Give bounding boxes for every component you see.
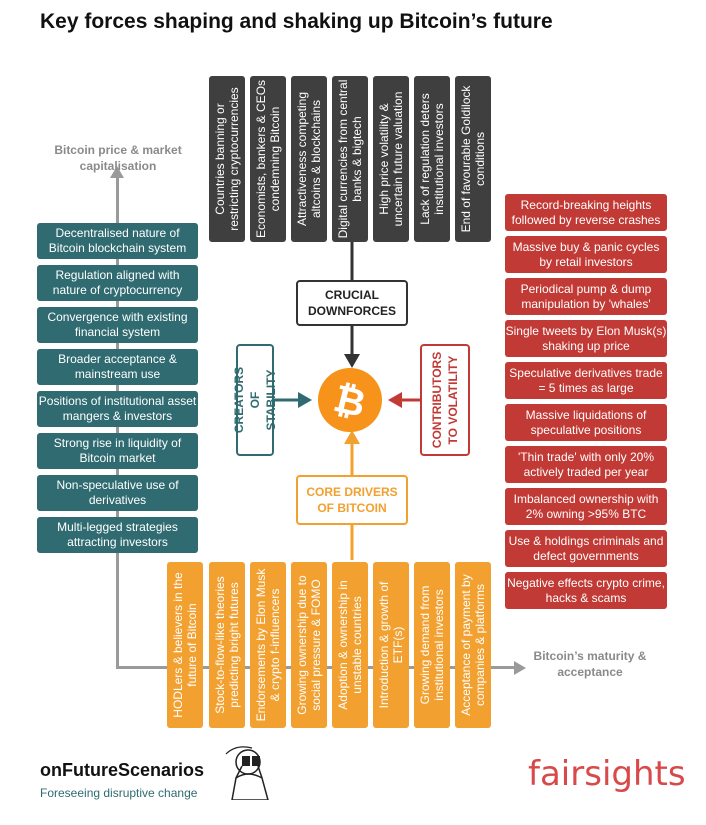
stability-item: Multi-legged strategies attracting inves… — [37, 517, 198, 553]
downforce-text: Economists, bankers & CEOs condemning Bi… — [254, 79, 282, 239]
volatility-item: Imbalanced ownership with 2% owning >95%… — [505, 488, 667, 525]
volatility-item: 'Thin trade' with only 20% actively trad… — [505, 446, 667, 483]
label-creators-of-stability: CREATORS OF STABILITY — [232, 344, 278, 456]
x-axis-label: Bitcoin’s maturity & acceptance — [533, 649, 647, 679]
downforce-text: Attractiveness competing altcoins & bloc… — [295, 91, 323, 227]
stability-item: Decentralised nature of Bitcoin blockcha… — [37, 223, 198, 259]
driver-item: Growing demand from institutional invest… — [414, 562, 450, 728]
label-crucial-downforces: CRUCIAL DOWNFORCES — [296, 280, 408, 326]
driver-item: Introduction & growth of ETF(s) — [373, 562, 409, 728]
stability-item: Strong rise in liquidity of Bitcoin mark… — [37, 433, 198, 469]
downforce-text: High price volatility & uncertain future… — [377, 91, 405, 227]
downforce-item: Economists, bankers & CEOs condemning Bi… — [250, 76, 286, 242]
y-axis-label: Bitcoin price & market capitalisation — [54, 143, 182, 173]
volatility-item: Use & holdings criminals and defect gove… — [505, 530, 667, 567]
driver-text: Growing ownership due to social pressure… — [295, 575, 323, 715]
driver-item: HODLers & believers in the future of Bit… — [167, 562, 203, 728]
downforce-text: Digital currencies from central banks & … — [336, 79, 364, 239]
volatility-item: Single tweets by Elon Musk(s) shaking up… — [505, 320, 667, 357]
driver-item: Growing ownership due to social pressure… — [291, 562, 327, 728]
volatility-item: Record-breaking heights followed by reve… — [505, 194, 667, 231]
downforce-item: End of favourable Goldilock conditions — [455, 76, 491, 242]
volatility-item: Speculative derivatives trade = 5 times … — [505, 362, 667, 399]
driver-item: Acceptance of payment by companies & pla… — [455, 562, 491, 728]
label-contributors-to-volatility: CONTRIBUTORS TO VOLATILITY — [420, 344, 470, 456]
y-axis-arrow — [110, 166, 124, 178]
x-axis-arrow — [514, 661, 526, 675]
stability-item: Convergence with existing financial syst… — [37, 307, 198, 343]
driver-text: Acceptance of payment by companies & pla… — [459, 574, 487, 716]
driver-item: Adoption & ownership in unstable countri… — [332, 562, 368, 728]
driver-text: Growing demand from institutional invest… — [418, 585, 446, 705]
driver-text: Endorsements by Elon Musk & crypto f-inf… — [254, 568, 282, 722]
driver-text: Introduction & growth of ETF(s) — [377, 581, 405, 709]
label-text: CRUCIAL DOWNFORCES — [308, 288, 396, 318]
driver-item: Stock-to-flow-like theories predicting b… — [209, 562, 245, 728]
volatility-item: Massive liquidations of speculative posi… — [505, 404, 667, 441]
page-title: Key forces shaping and shaking up Bitcoi… — [40, 10, 553, 33]
label-text: CREATORS OF STABILITY — [232, 366, 279, 434]
driver-text: Stock-to-flow-like theories predicting b… — [213, 576, 241, 714]
downforce-text: End of favourable Goldilock conditions — [459, 85, 487, 233]
downforce-item: Lack of regulation deters institutional … — [414, 76, 450, 242]
driver-text: Adoption & ownership in unstable countri… — [336, 580, 364, 710]
downforce-item: Countries banning or restricting cryptoc… — [209, 76, 245, 242]
downforce-text: Countries banning or restricting cryptoc… — [213, 87, 241, 231]
stability-item: Regulation aligned with nature of crypto… — [37, 265, 198, 301]
volatility-item: Periodical pump & dump manipulation by '… — [505, 278, 667, 315]
brand-name: onFutureScenarios — [40, 760, 205, 780]
binoculars-person-illustration — [225, 746, 269, 800]
downforce-item: High price volatility & uncertain future… — [373, 76, 409, 242]
brand-tagline: Foreseeing disruptive change — [40, 786, 198, 800]
driver-item: Endorsements by Elon Musk & crypto f-inf… — [250, 562, 286, 728]
downforce-item: Digital currencies from central banks & … — [332, 76, 368, 242]
downforce-item: Attractiveness competing altcoins & bloc… — [291, 76, 327, 242]
stability-item: Broader acceptance & mainstream use — [37, 349, 198, 385]
fairsights-logo: fairsights — [528, 754, 686, 794]
driver-text: HODLers & believers in the future of Bit… — [171, 572, 199, 718]
stability-item: Non-speculative use of derivatives — [37, 475, 198, 511]
label-core-drivers: CORE DRIVERS OF BITCOIN — [296, 475, 408, 525]
bitcoin-icon: ₿ — [318, 368, 382, 432]
downforce-text: Lack of regulation deters institutional … — [418, 93, 446, 225]
label-text: CORE DRIVERS OF BITCOIN — [306, 485, 398, 515]
label-text: CONTRIBUTORS TO VOLATILITY — [430, 351, 461, 449]
volatility-item: Negative effects crypto crime, hacks & s… — [505, 572, 667, 609]
volatility-item: Massive buy & panic cycles by retail inv… — [505, 236, 667, 273]
stability-item: Positions of institutional asset mangers… — [37, 391, 198, 427]
